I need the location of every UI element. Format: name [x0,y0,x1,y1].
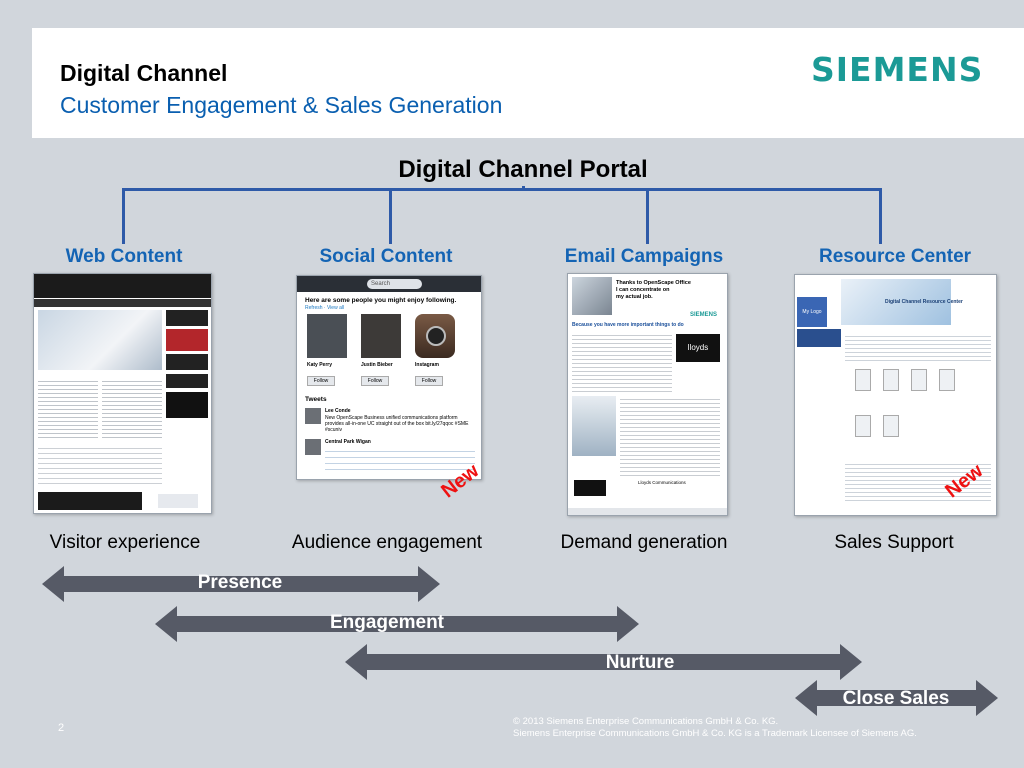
suggestion-links: Refresh · View all [305,305,345,311]
arrow-label-nurture: Nurture [605,652,675,673]
email-banner-text: Thanks to OpenScape Office I can concent… [616,280,691,300]
connector-resource [879,188,882,244]
twitter-top-bar: Search [297,276,481,292]
caption-web: Visitor experience [49,532,201,553]
arrow-engagement [155,606,639,642]
page-title: Digital Channel [60,60,228,86]
page-subtitle: Customer Engagement & Sales Generation [60,92,503,118]
connector-social [389,188,392,244]
connector-web [122,188,125,244]
siemens-logo: SIEMENS [811,50,984,89]
follow-button: Follow [307,376,335,386]
web-top-bar [34,274,211,298]
tweet-text: New OpenScape Business unified communica… [325,415,469,433]
channel-label-social: Social Content [319,246,453,267]
caption-resource: Sales Support [834,532,954,553]
resource-sidebar [797,329,841,347]
arrow-label-presence: Presence [197,572,283,593]
arrow-nurture [345,644,862,680]
arrow-label-close-sales: Close Sales [842,688,950,709]
social-content-screenshot: Search Here are some people you might en… [296,275,482,480]
channel-label-web: Web Content [65,246,183,267]
page-number: 2 [58,722,65,734]
avatar-katy [307,314,347,358]
copyright-notice: © 2013 Siemens Enterprise Communications… [513,716,917,739]
arrow-label-engagement: Engagement [329,612,445,633]
arrow-presence [42,566,440,602]
twitter-search-input: Search [367,279,422,289]
email-headline: Because you have more important things t… [572,322,684,328]
connector-center [522,186,525,191]
resource-center-screenshot: My Logo Digital Channel Resource Center [794,274,997,516]
suggestion-heading: Here are some people you might enjoy fol… [305,297,457,304]
connector-horizontal [122,188,882,191]
channel-label-email: Email Campaigns [564,246,724,267]
tweets-heading: Tweets [305,396,327,403]
social-share-icons [158,494,198,508]
lloyds-logo: lloyds [676,334,720,362]
portal-title: Digital Channel Portal [398,156,648,183]
connector-email [646,188,649,244]
caption-social: Audience engagement [291,532,483,553]
resource-center-title: Digital Channel Resource Center [885,299,963,305]
web-hero-image [38,310,162,370]
arrow-close-sales [795,680,998,716]
avatar-justin [361,314,401,358]
stage-arrows [42,566,998,716]
follow-button: Follow [361,376,389,386]
caption-email: Demand generation [560,532,728,553]
channel-label-resource: Resource Center [818,246,972,267]
instagram-icon [415,314,455,358]
header-bar [32,28,1024,138]
email-campaign-screenshot: Thanks to OpenScape Office I can concent… [567,273,728,516]
follow-button: Follow [415,376,443,386]
my-logo: My Logo [797,297,827,327]
web-content-screenshot [33,273,212,514]
web-nav-bar [34,299,211,307]
